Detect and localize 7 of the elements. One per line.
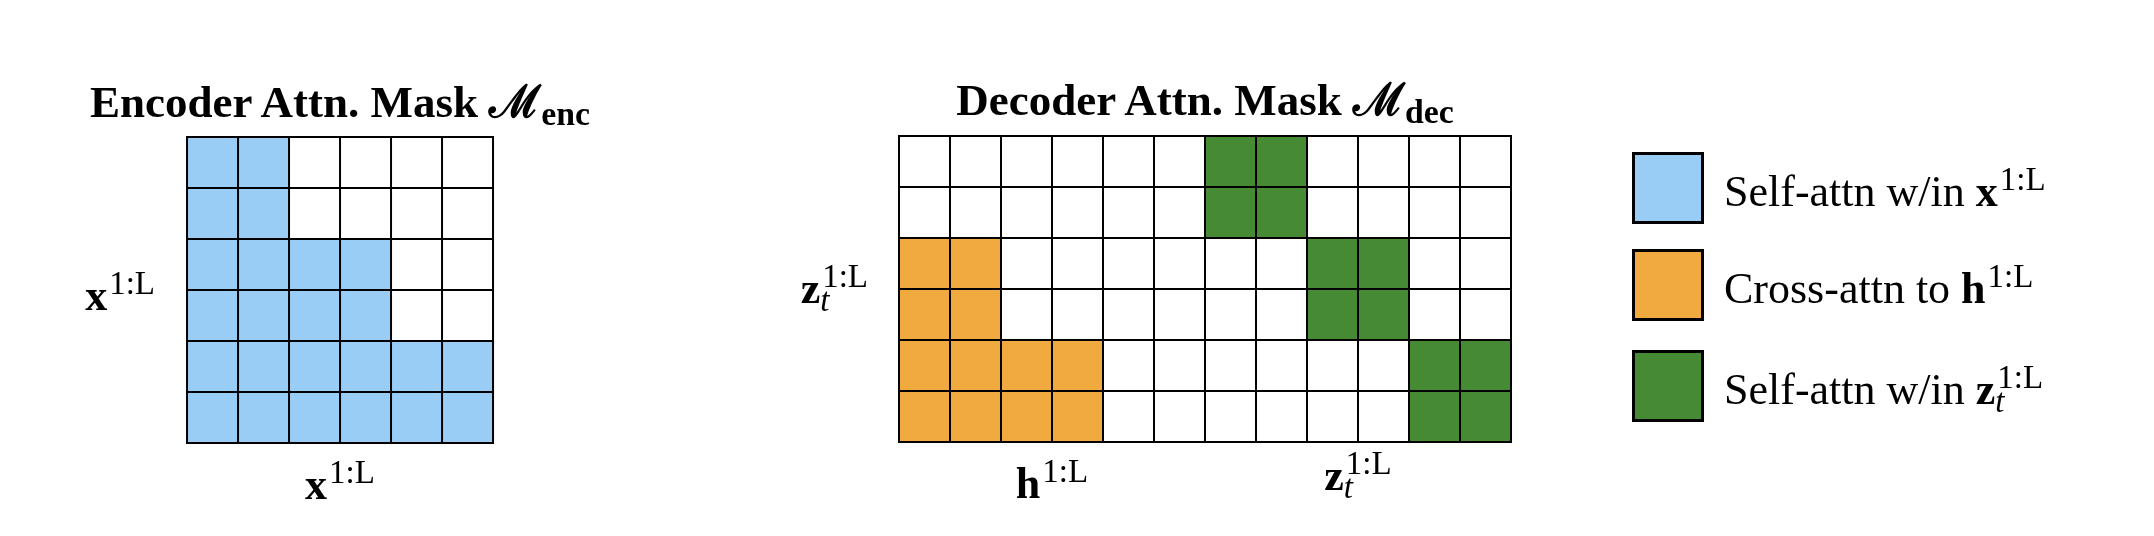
legend-label: Cross-attn to h$^{1:L}$ — [1724, 259, 2034, 311]
grid-title: Decoder Attn. Mask ℳ$_{dec}$ — [956, 78, 1454, 123]
axis-label: h$^{1:L}$ — [1015, 462, 1089, 506]
axis-label: x$^{1:L}$ — [305, 463, 375, 507]
legend-label: Self-attn w/in x$^{1:L}$ — [1724, 162, 2046, 214]
grid-title: Encoder Attn. Mask ℳ$_{enc}$ — [90, 80, 590, 125]
axis-label: x$^{1:L}$ — [85, 274, 155, 318]
